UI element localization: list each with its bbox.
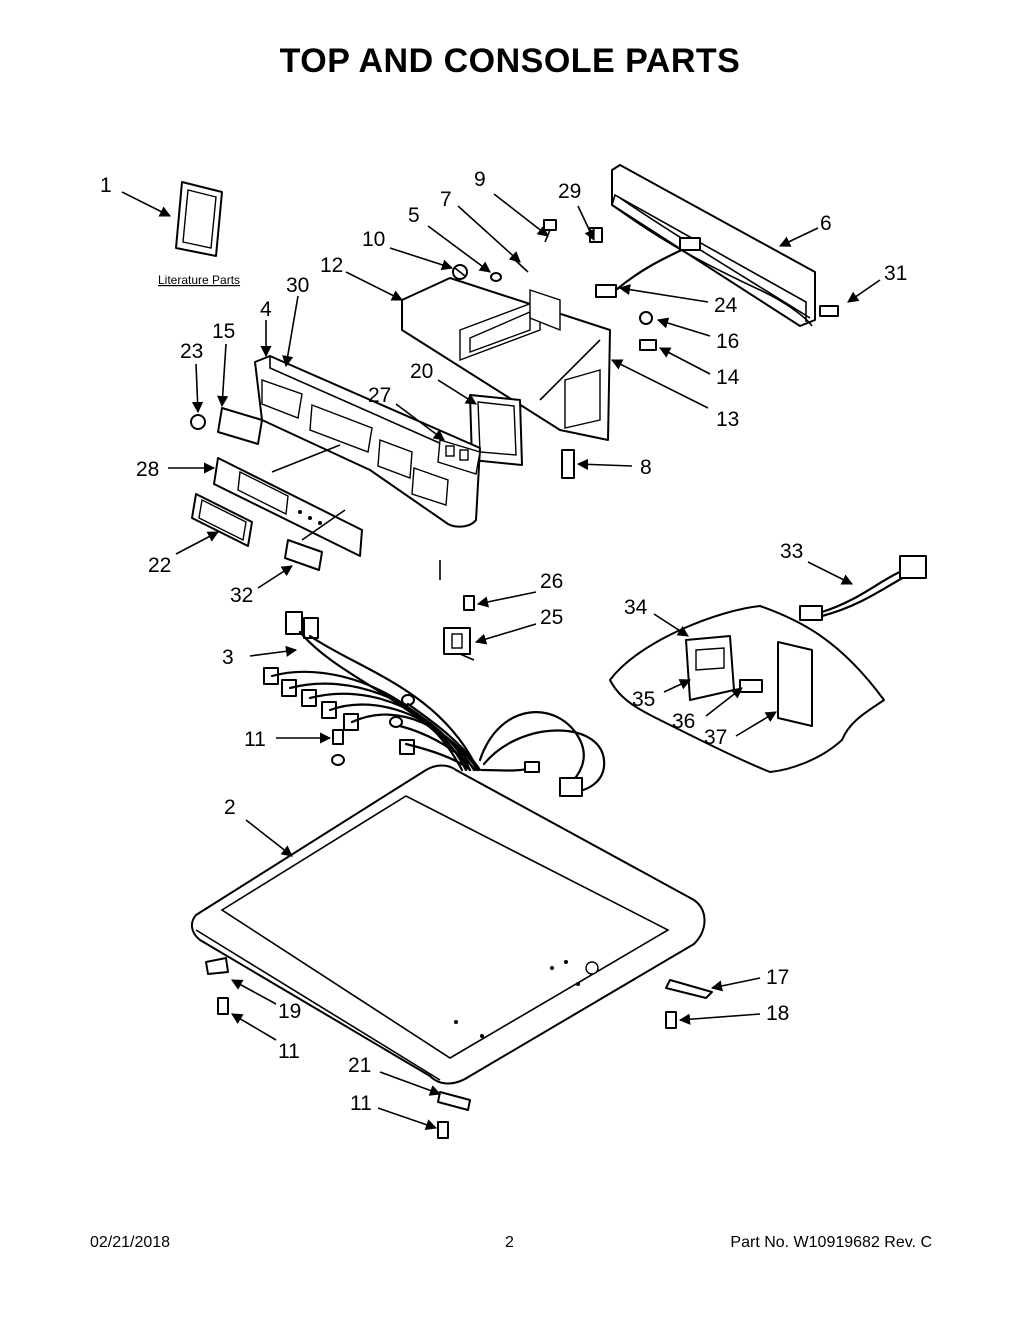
control-board <box>469 394 523 466</box>
harness-part-24 <box>595 237 701 298</box>
callout-34: 34 <box>624 596 648 619</box>
callout-22: 22 <box>148 554 171 577</box>
foam-pad-part-37 <box>777 641 813 727</box>
callout-5: 5 <box>408 204 420 227</box>
callout-13: 13 <box>716 408 739 431</box>
callout-28: 28 <box>136 458 159 481</box>
callout-26: 26 <box>540 570 563 593</box>
clip-part-17 <box>665 979 713 999</box>
button-lens <box>284 539 323 571</box>
screw-part-11-left <box>217 997 229 1015</box>
callout-16: 16 <box>716 330 739 353</box>
clip-part-21 <box>437 1091 471 1111</box>
display-lens <box>191 493 253 547</box>
screw-part-14 <box>639 339 657 351</box>
callout-31: 31 <box>884 262 907 285</box>
screw-part-9 <box>543 219 557 243</box>
callout-11-left: 11 <box>278 1040 300 1063</box>
callout-11-harness: 11 <box>244 728 266 751</box>
screw-part-18 <box>665 1011 677 1029</box>
knob-part-10 <box>452 264 468 280</box>
callout-20: 20 <box>410 360 433 383</box>
footer-date: 02/21/2018 <box>90 1234 171 1251</box>
screw-part-36 <box>739 679 763 693</box>
callout-8: 8 <box>640 456 652 479</box>
screw-part-31 <box>819 305 839 317</box>
callout-33: 33 <box>780 540 803 563</box>
wire-harness <box>263 611 606 797</box>
callout-4: 4 <box>260 298 272 321</box>
callout-23: 23 <box>180 340 203 363</box>
callout-3: 3 <box>222 646 234 669</box>
washer-part-5 <box>490 272 502 282</box>
callout-6: 6 <box>820 212 832 235</box>
console <box>254 355 481 528</box>
dryer-top <box>190 764 706 1085</box>
callout-30: 30 <box>286 274 309 297</box>
console-cover-plate <box>217 407 263 445</box>
callout-10: 10 <box>362 228 385 251</box>
grommet-part-16 <box>639 311 653 325</box>
callout-32: 32 <box>230 584 253 607</box>
page-title: TOP AND CONSOLE PARTS <box>279 42 741 80</box>
callout-15: 15 <box>212 320 235 343</box>
callout-9: 9 <box>474 168 486 191</box>
console-frame <box>401 277 611 441</box>
leader-lines <box>121 191 881 1131</box>
callout-11-bottom: 11 <box>350 1092 372 1115</box>
literature-parts-booklet <box>175 181 223 257</box>
thermistor-part-25 <box>443 627 475 661</box>
callout-36: 36 <box>672 710 695 733</box>
console-overlay <box>213 457 363 557</box>
screw-part-11-bottom <box>437 1121 449 1139</box>
screw-part-23 <box>190 414 206 430</box>
callout-17: 17 <box>766 966 789 989</box>
callout-19: 19 <box>278 1000 301 1023</box>
callout-35: 35 <box>632 688 655 711</box>
callout-21: 21 <box>348 1054 371 1077</box>
screw-part-11-harness <box>331 729 345 766</box>
footer-page-number: 2 <box>505 1234 514 1251</box>
footer-part-number: Part No. W10919682 Rev. C <box>730 1234 932 1251</box>
callout-24: 24 <box>714 294 738 317</box>
literature-parts-label: Literature Parts <box>158 273 240 287</box>
console-clip <box>561 449 575 479</box>
callout-29: 29 <box>558 180 581 203</box>
callout-7: 7 <box>440 188 452 211</box>
clip-part-19 <box>205 957 229 975</box>
callout-14: 14 <box>716 366 740 389</box>
callout-27: 27 <box>368 384 391 407</box>
spring-part-7 <box>514 259 529 273</box>
screw-part-26 <box>463 595 475 611</box>
callout-18: 18 <box>766 1002 789 1025</box>
callout-12: 12 <box>320 254 343 277</box>
callout-1: 1 <box>100 174 112 197</box>
kit-sheet <box>609 605 885 773</box>
callout-25: 25 <box>540 606 563 629</box>
harness-part-33 <box>799 555 927 621</box>
switch-assembly <box>437 439 481 475</box>
callout-37: 37 <box>704 726 727 749</box>
callout-2: 2 <box>224 796 236 819</box>
